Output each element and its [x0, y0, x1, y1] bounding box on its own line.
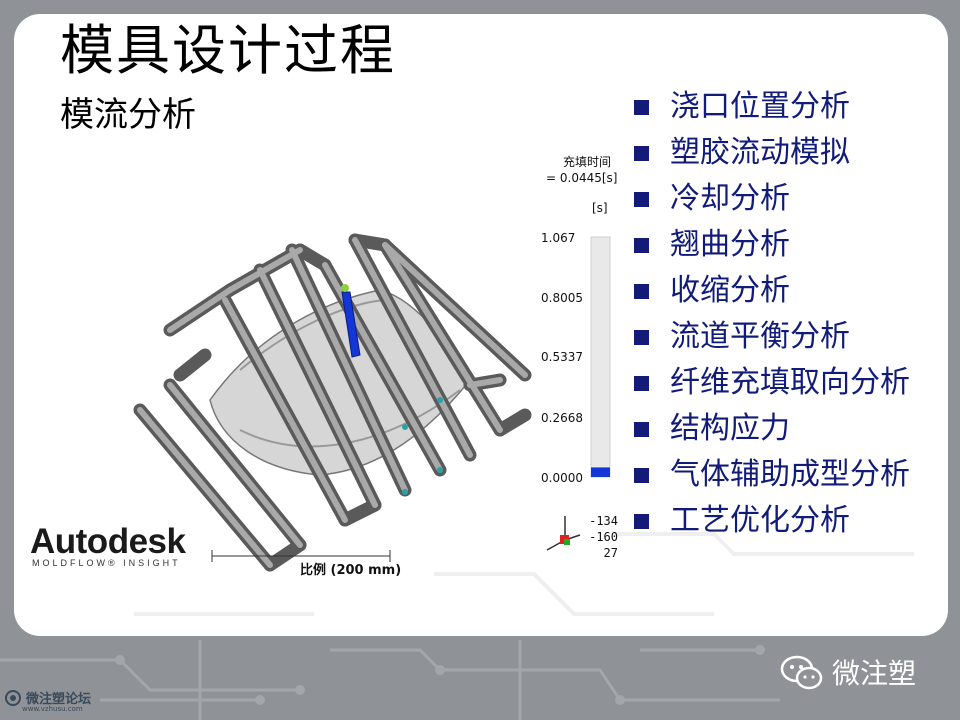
analysis-list-item: 冷却分析: [632, 180, 932, 218]
legend-result-name: 充填时间: [563, 155, 612, 169]
analysis-list-item-label: 浇口位置分析: [670, 89, 850, 124]
fill-time-legend: [590, 236, 611, 478]
coolant-inlet-markers: [402, 397, 443, 495]
analysis-list-item-label: 收缩分析: [670, 273, 790, 308]
analysis-list-item: 收缩分析: [632, 272, 932, 310]
analysis-list-item: 塑胶流动模拟: [632, 134, 932, 172]
slide-subtitle: 模流分析: [60, 95, 196, 135]
legend-result-value: = 0.0445[s]: [546, 171, 618, 185]
axis-triad-icon: [546, 516, 581, 551]
square-bullet-icon: [634, 376, 649, 391]
scale-label: 比例 (200 mm): [300, 563, 402, 578]
slide-watermark: [134, 532, 914, 616]
cooling-channels: [133, 233, 532, 572]
forum-logo-icon: [5, 689, 21, 706]
wechat-label: 微注塑: [832, 657, 917, 690]
analysis-list-item: 结构应力: [632, 410, 932, 448]
analysis-list-item: 浇口位置分析: [632, 88, 932, 126]
analysis-list-item-label: 冷却分析: [670, 181, 790, 216]
analysis-list-item-label: 气体辅助成型分析: [670, 457, 910, 492]
analysis-list-item-label: 纤维充填取向分析: [670, 365, 910, 400]
legend-tick: 0.0000: [541, 471, 583, 485]
square-bullet-icon: [634, 514, 649, 529]
axis-value-y: -160: [589, 530, 618, 544]
legend-tick: 1.067: [541, 231, 576, 245]
analysis-list-item: 纤维充填取向分析: [632, 364, 932, 402]
square-bullet-icon: [634, 284, 649, 299]
moldflow-insight-label: MOLDFLOW® INSIGHT: [32, 558, 181, 568]
forum-url: www.vzhusu.com: [22, 705, 83, 713]
axis-value-z: 27: [603, 546, 618, 560]
analysis-list-item: 气体辅助成型分析: [632, 456, 932, 494]
square-bullet-icon: [634, 192, 649, 207]
scale-bar: [211, 550, 391, 562]
autodesk-logo: Autodesk: [30, 522, 186, 561]
legend-unit: [s]: [592, 201, 608, 215]
forum-label: 微注塑论坛: [26, 692, 92, 707]
legend-tick: 0.2668: [541, 411, 583, 425]
square-bullet-icon: [634, 146, 649, 161]
analysis-list-item-label: 塑胶流动模拟: [670, 135, 850, 170]
wechat-watermark: 微注塑: [780, 652, 916, 692]
analysis-list-item-label: 工艺优化分析: [670, 503, 850, 538]
slide-title: 模具设计过程: [60, 19, 396, 82]
legend-tick: 0.5337: [541, 350, 583, 364]
axis-value-x: -134: [589, 514, 618, 528]
square-bullet-icon: [634, 422, 649, 437]
analysis-list-item: 流道平衡分析: [632, 318, 932, 356]
analysis-list-item-label: 翘曲分析: [670, 227, 790, 262]
square-bullet-icon: [634, 468, 649, 483]
analysis-list-item-label: 结构应力: [670, 411, 790, 446]
legend-tick: 0.8005: [541, 291, 583, 305]
wechat-icon: [780, 655, 823, 690]
analysis-list-item: 工艺优化分析: [632, 502, 932, 540]
square-bullet-icon: [634, 100, 649, 115]
sprue: [341, 284, 361, 358]
analysis-list: 浇口位置分析塑胶流动模拟冷却分析翘曲分析收缩分析流道平衡分析纤维充填取向分析结构…: [632, 88, 932, 548]
forum-watermark: 微注塑论坛: [4, 688, 91, 707]
analysis-list-item: 翘曲分析: [632, 226, 932, 264]
square-bullet-icon: [634, 238, 649, 253]
analysis-list-item-label: 流道平衡分析: [670, 319, 850, 354]
square-bullet-icon: [634, 330, 649, 345]
